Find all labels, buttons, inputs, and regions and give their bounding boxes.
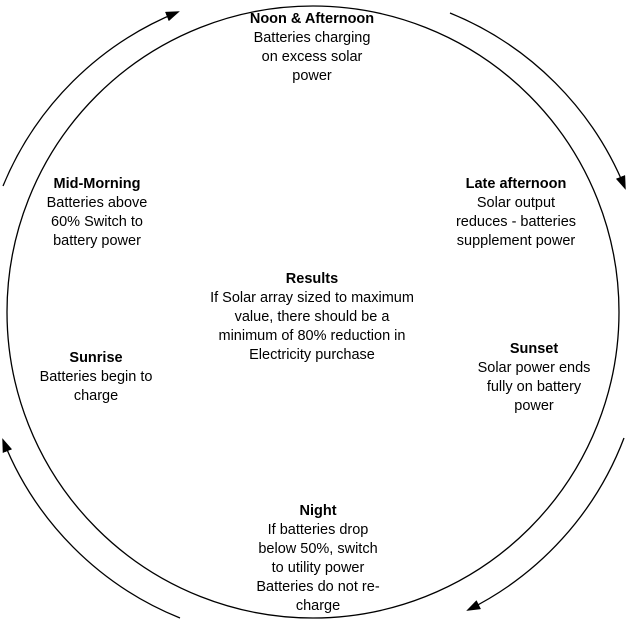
results-line: minimum of 80% reduction in [218, 328, 406, 344]
results-line: Electricity purchase [249, 347, 375, 363]
phase-sunrise: Sunrise Batteries begin to charge [40, 349, 153, 406]
phase-late-afternoon: Late afternoon Solar output reduces - ba… [456, 175, 576, 251]
phase-line: 60% Switch to [51, 214, 143, 230]
phase-line: Batteries charging [253, 30, 371, 46]
arrow-top-right [449, 12, 626, 190]
phase-title: Sunrise [69, 350, 123, 366]
results-line: value, there should be a [234, 309, 390, 325]
phase-line: to utility power [271, 560, 365, 576]
phase-line: power [514, 398, 554, 414]
phase-sunset: Sunset Solar power ends fully on battery… [478, 340, 591, 416]
phase-line: fully on battery [486, 379, 582, 395]
phase-line: charge [295, 598, 341, 614]
phase-line: power [292, 68, 332, 84]
phase-title: Late afternoon [465, 176, 567, 192]
phase-noon-afternoon: Noon & Afternoon Batteries charging on e… [250, 10, 374, 86]
phase-title: Noon & Afternoon [249, 11, 375, 27]
phase-line: Solar output [476, 195, 556, 211]
phase-line: Batteries begin to [39, 369, 153, 385]
phase-title: Night [299, 503, 337, 519]
cycle-circle [6, 5, 620, 619]
phase-mid-morning: Mid-Morning Batteries above 60% Switch t… [47, 175, 148, 251]
phase-night: Night If batteries drop below 50%, switc… [256, 502, 379, 616]
phase-title: Mid-Morning [53, 176, 141, 192]
phase-line: on excess solar [261, 49, 363, 65]
arrow-bottom-left [2, 438, 181, 619]
arrow-bottom-right [466, 437, 625, 611]
phase-line: Batteries do not re- [256, 579, 380, 595]
phase-line: Solar power ends [477, 360, 591, 376]
phase-line: battery power [53, 233, 141, 249]
phase-line: If batteries drop [267, 522, 369, 538]
arrow-top-left [2, 11, 180, 187]
phase-title: Sunset [509, 341, 559, 357]
results-block: Results If Solar array sized to maximum … [210, 270, 414, 365]
phase-line: Batteries above [46, 195, 148, 211]
phase-line: charge [73, 388, 119, 404]
results-title: Results [285, 271, 339, 287]
results-line: If Solar array sized to maximum [210, 290, 414, 306]
phase-line: below 50%, switch [258, 541, 378, 557]
phase-line: supplement power [456, 233, 576, 249]
phase-line: reduces - batteries [455, 214, 577, 230]
